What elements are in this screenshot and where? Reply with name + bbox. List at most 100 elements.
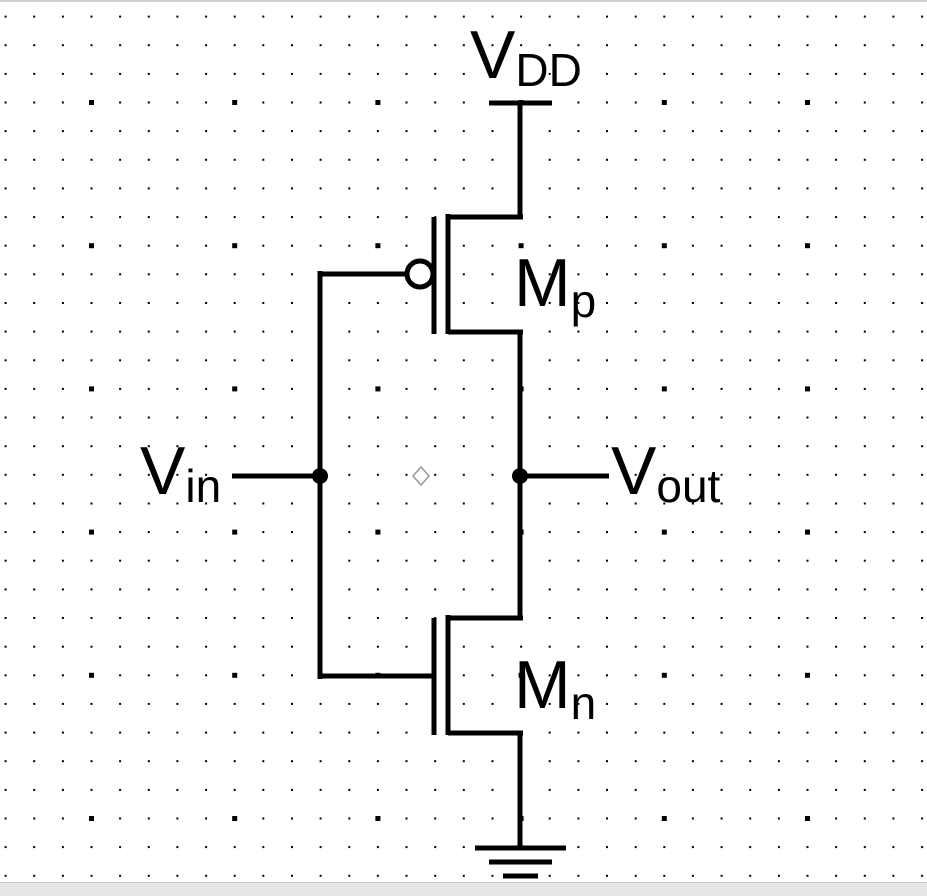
grid-minor-dot [176, 302, 179, 304]
grid-minor-dot [835, 531, 838, 534]
grid-minor-dot [921, 559, 924, 562]
grid-minor-dot [749, 101, 752, 104]
grid-minor-dot [233, 645, 236, 648]
grid-minor-dot [119, 330, 122, 333]
grid-minor-dot [806, 359, 809, 362]
grid-minor-dot [176, 44, 179, 47]
grid-minor-dot [892, 216, 895, 219]
grid-major-dot [805, 672, 810, 678]
grid-minor-dot [863, 731, 866, 734]
grid-minor-dot [147, 216, 150, 219]
ground-icon[interactable] [475, 845, 566, 879]
grid-minor-dot [663, 130, 666, 133]
grid-minor-dot [61, 645, 64, 648]
grid-minor-dot [691, 531, 694, 534]
pmos-transistor-mp[interactable] [318, 214, 523, 335]
grid-major-dot [89, 816, 94, 821]
grid-minor-dot [205, 359, 208, 362]
grid-minor-dot [176, 617, 179, 619]
grid-minor-dot [663, 502, 666, 505]
mp-label[interactable]: Mp [514, 245, 596, 327]
grid-minor-dot [606, 788, 608, 791]
grid-minor-dot [61, 387, 64, 390]
grid-minor-dot [663, 846, 666, 849]
grid-minor-dot [405, 788, 408, 791]
grid-minor-dot [777, 502, 780, 505]
grid-minor-dot [233, 44, 236, 47]
grid-minor-dot [491, 702, 494, 705]
canvas-bottom-scroll-strip[interactable] [0, 882, 927, 896]
grid-minor-dot [749, 302, 752, 304]
grid-minor-dot [61, 588, 64, 591]
grid-minor-dot [777, 330, 780, 333]
grid-minor-dot [462, 445, 465, 448]
grid-minor-dot [720, 731, 723, 734]
grid-minor-dot [233, 416, 236, 419]
grid-minor-dot [835, 473, 838, 476]
grid-minor-dot [205, 502, 208, 505]
grid-minor-dot [691, 72, 694, 75]
grid-minor-dot [777, 674, 780, 677]
grid-minor-dot [749, 531, 752, 534]
grid-minor-dot [147, 760, 150, 763]
grid-minor-dot [205, 15, 208, 18]
grid-minor-dot [634, 158, 637, 161]
grid-minor-dot [376, 130, 379, 133]
vdd-label[interactable]: VDD [470, 17, 582, 96]
grid-minor-dot [806, 874, 809, 877]
grid-major-dot [661, 386, 667, 392]
grid-minor-dot [90, 473, 93, 476]
grid-minor-dot [720, 130, 723, 133]
grid-minor-dot [749, 874, 752, 877]
grid-minor-dot [863, 359, 866, 362]
grid-minor-dot [262, 359, 265, 362]
grid-minor-dot [90, 72, 93, 75]
grid-minor-dot [777, 130, 780, 133]
grid-minor-dot [434, 44, 437, 47]
grid-minor-dot [548, 502, 551, 505]
grid-minor-dot [863, 645, 866, 648]
grid-minor-dot [4, 559, 7, 562]
grid-minor-dot [806, 702, 809, 705]
grid-minor-dot [577, 645, 580, 648]
grid-minor-dot [147, 874, 150, 877]
grid-minor-dot [835, 273, 838, 276]
grid-minor-dot [147, 588, 150, 591]
mn-label[interactable]: Mn [514, 647, 596, 729]
grid-minor-dot [606, 559, 608, 562]
grid-minor-dot [921, 244, 924, 247]
grid-minor-dot [749, 15, 752, 18]
grid-minor-dot [348, 330, 351, 333]
grid-minor-dot [806, 617, 809, 619]
vin-label[interactable]: Vin [140, 433, 221, 512]
grid-minor-dot [434, 760, 437, 763]
grid-minor-dot [720, 588, 723, 591]
vout-label-main: V [611, 433, 657, 509]
grid-minor-dot [33, 244, 36, 247]
grid-minor-dot [720, 559, 723, 562]
grid-minor-dot [548, 216, 551, 219]
grid-major-dot [375, 386, 381, 392]
vout-label[interactable]: Vout [611, 433, 721, 512]
grid-minor-dot [462, 387, 465, 390]
grid-minor-dot [205, 416, 208, 419]
grid-minor-dot [806, 559, 809, 562]
grid-minor-dot [205, 760, 208, 763]
grid-minor-dot [835, 244, 838, 247]
grid-minor-dot [376, 445, 379, 448]
grid-minor-dot [892, 760, 895, 763]
grid-minor-dot [491, 302, 494, 304]
grid-minor-dot [147, 702, 150, 705]
grid-minor-dot [90, 702, 93, 705]
grid-minor-dot [90, 44, 93, 47]
grid-minor-dot [233, 15, 236, 18]
grid-minor-dot [434, 502, 437, 505]
grid-minor-dot [90, 874, 93, 877]
grid-minor-dot [863, 846, 866, 849]
grid-minor-dot [577, 702, 580, 705]
grid-minor-dot [663, 731, 666, 734]
grid-minor-dot [835, 502, 838, 505]
nmos-transistor-mn[interactable] [318, 615, 523, 736]
